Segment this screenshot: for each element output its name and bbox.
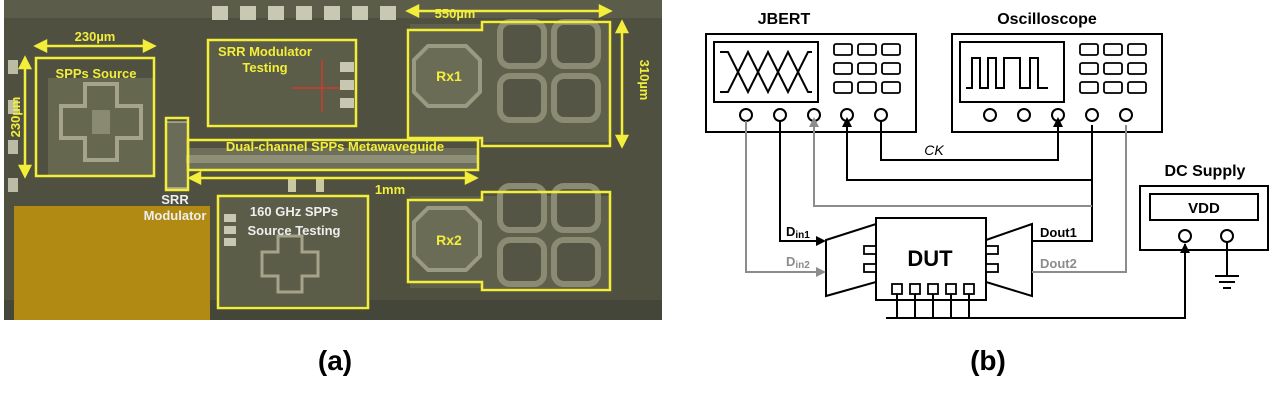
din1-label: Din1: [786, 224, 810, 241]
dc-supply-title: DC Supply: [1165, 163, 1246, 180]
top-pads: [212, 6, 396, 20]
vdd-label: VDD: [1188, 200, 1220, 217]
srr-modulator-testing-label-2: Testing: [242, 60, 287, 75]
panel-a-white-labels: SRR Modulator 160 GHz SPPs Source Testin…: [144, 192, 341, 238]
jbert-instrument: JBERT: [705, 11, 917, 133]
jbert-title: JBERT: [758, 11, 811, 28]
jbert-ports: [739, 108, 888, 122]
width-230-label: 230µm: [75, 29, 116, 44]
oscilloscope-instrument: Oscilloscope: [951, 11, 1163, 133]
source-testing-label-1: 160 GHz SPPs: [250, 204, 338, 219]
bond-pad: [14, 206, 210, 320]
pulse-waveform: [966, 57, 1048, 89]
ck-label: CK: [924, 142, 944, 158]
ground-symbol: [1215, 242, 1239, 289]
spp-source-label: SPPs Source: [56, 66, 137, 81]
length-1mm-label: 1mm: [375, 182, 405, 197]
wiring-gray: [745, 121, 1127, 273]
panel-a-micrograph: 230µm 230µm SPPs Source SRR Modulator Te…: [4, 0, 662, 376]
dout2-label: Dout2: [1040, 256, 1077, 271]
arrowheads-black: [816, 117, 1190, 253]
wiring-black: [779, 121, 1186, 319]
panel-b-schematic: JBERT Oscilloscope: [705, 11, 1269, 376]
arrowheads-gray: [809, 117, 826, 277]
din2-label: Din2: [786, 254, 810, 271]
width-550-label: 550µm: [435, 6, 476, 21]
spp-source-structure: [48, 78, 154, 176]
rx1-circuit: [410, 19, 610, 142]
rx2-label: Rx2: [436, 232, 462, 248]
output-probe: [985, 222, 1033, 298]
oscilloscope-keypad: [1079, 43, 1147, 94]
dout1-label: Dout1: [1040, 225, 1077, 240]
jbert-keypad: [833, 43, 901, 94]
srr-modulator-testing-label-1: SRR Modulator: [218, 44, 312, 59]
dc-supply: DC Supply VDD: [1139, 163, 1269, 289]
srr-label-1: SRR: [161, 192, 189, 207]
eye-diagram: [720, 49, 812, 95]
oscilloscope-ports: [983, 108, 1133, 122]
source-testing-label-2: Source Testing: [248, 223, 341, 238]
dut-label: DUT: [907, 246, 953, 271]
height-310-label: 310µm: [637, 60, 652, 101]
annotation-boxes: [34, 20, 612, 310]
dimension-arrows: [17, 3, 630, 186]
height-230-label: 230µm: [8, 97, 23, 138]
input-probe: [825, 222, 877, 298]
rx1-label: Rx1: [436, 68, 462, 84]
rx2-circuit: [410, 183, 610, 288]
oscilloscope-title: Oscilloscope: [997, 11, 1097, 28]
dut: DUT: [825, 217, 1033, 301]
panel-a-caption: (a): [318, 345, 352, 376]
panel-b-caption: (b): [970, 345, 1006, 376]
srr-label-2: Modulator: [144, 208, 207, 223]
panel-a-labels: 230µm 230µm SPPs Source SRR Modulator Te…: [8, 6, 652, 248]
waveguide-label: Dual-channel SPPs Metawaveguide: [226, 139, 444, 154]
